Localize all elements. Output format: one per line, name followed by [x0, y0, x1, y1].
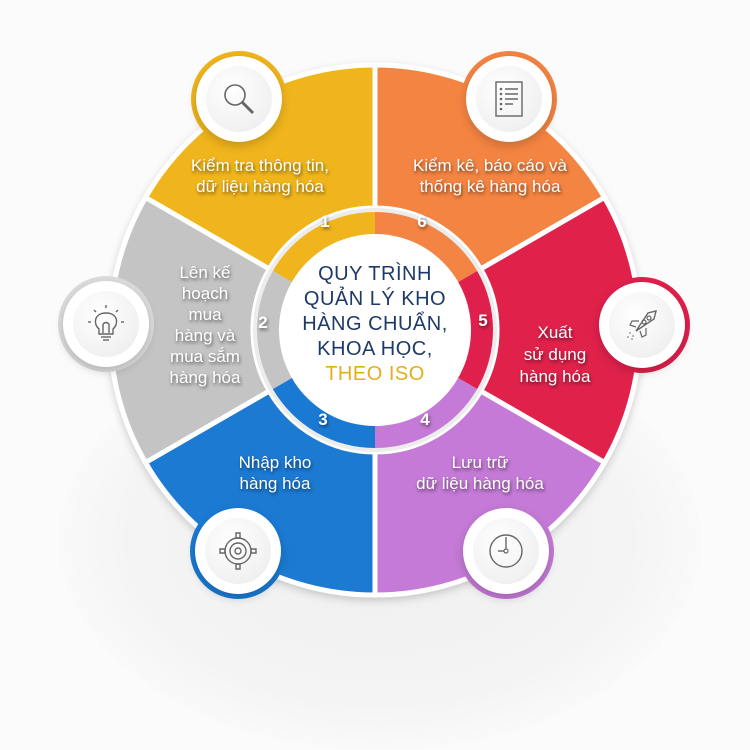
step-1-number: 1 — [320, 212, 330, 231]
center-title-line: HÀNG CHUẨN, — [302, 313, 448, 335]
step-2-label-line: hàng hóa — [169, 368, 241, 387]
step-2-icon-badge — [63, 281, 149, 367]
gear-icon — [219, 532, 257, 570]
step-1-label-line: Kiểm tra thông tin, — [191, 156, 329, 175]
center-title-line: KHOA HỌC, — [317, 338, 433, 360]
step-2-label: Lên kế hoạch mua hàng và mua sắm hàng hó… — [160, 262, 250, 388]
step-5-label-line: sử dụng — [523, 345, 587, 364]
step-5-label-line: hàng hóa — [519, 367, 591, 386]
step-2-label-line: hàng và — [174, 326, 236, 345]
step-1-icon-badge — [196, 56, 282, 142]
step-3-icon-badge — [195, 508, 281, 594]
step-4-label-line: Lưu trữ — [451, 453, 509, 472]
step-3-label-line: Nhập kho — [238, 453, 312, 472]
step-6-label-line: thống kê hàng hóa — [419, 177, 561, 196]
step-6-label-line: Kiểm kê, báo cáo và — [412, 156, 568, 175]
checklist-icon — [495, 81, 523, 117]
step-6-number: 6 — [417, 212, 427, 231]
step-1-label: Kiểm tra thông tin, dữ liệu hàng hóa — [170, 155, 350, 197]
step-2-label-line: hoạch — [181, 284, 229, 303]
step-6-label: Kiểm kê, báo cáo và thống kê hàng hóa — [395, 155, 585, 197]
step-2-label-line: Lên kế — [179, 263, 231, 282]
center-title-line: QUẢN LÝ KHO — [303, 288, 447, 310]
step-4-label: Lưu trữ dữ liệu hàng hóa — [395, 452, 565, 494]
rocket-icon — [627, 310, 657, 340]
step-1-label-line: dữ liệu hàng hóa — [196, 177, 324, 196]
step-6-icon-badge — [466, 56, 552, 142]
step-5-icon-badge — [599, 282, 685, 368]
step-3-label: Nhập kho hàng hóa — [215, 452, 335, 494]
magnifier-icon — [224, 84, 255, 115]
lightbulb-icon — [88, 305, 124, 341]
step-3-label-line: hàng hóa — [239, 474, 311, 493]
step-4-number: 4 — [420, 410, 430, 429]
clock-icon — [489, 534, 523, 568]
step-4-label-line: dữ liệu hàng hóa — [416, 474, 544, 493]
step-2-number: 2 — [258, 313, 268, 332]
step-5-label-line: Xuất — [537, 323, 573, 342]
step-4-icon-badge — [463, 508, 549, 594]
center-title-line: QUY TRÌNH — [318, 263, 432, 285]
center-title-highlight: THEO ISO — [325, 363, 425, 385]
process-wheel — [58, 51, 690, 599]
step-2-label-line: mua sắm — [170, 347, 240, 366]
center-title: QUY TRÌNH QUẢN LÝ KHO HÀNG CHUẨN, KHOA H… — [280, 262, 470, 387]
step-5-label: Xuất sử dụng hàng hóa — [505, 322, 605, 388]
step-5-number: 5 — [478, 311, 488, 330]
step-2-label-line: mua — [188, 305, 222, 324]
step-3-number: 3 — [318, 410, 328, 429]
